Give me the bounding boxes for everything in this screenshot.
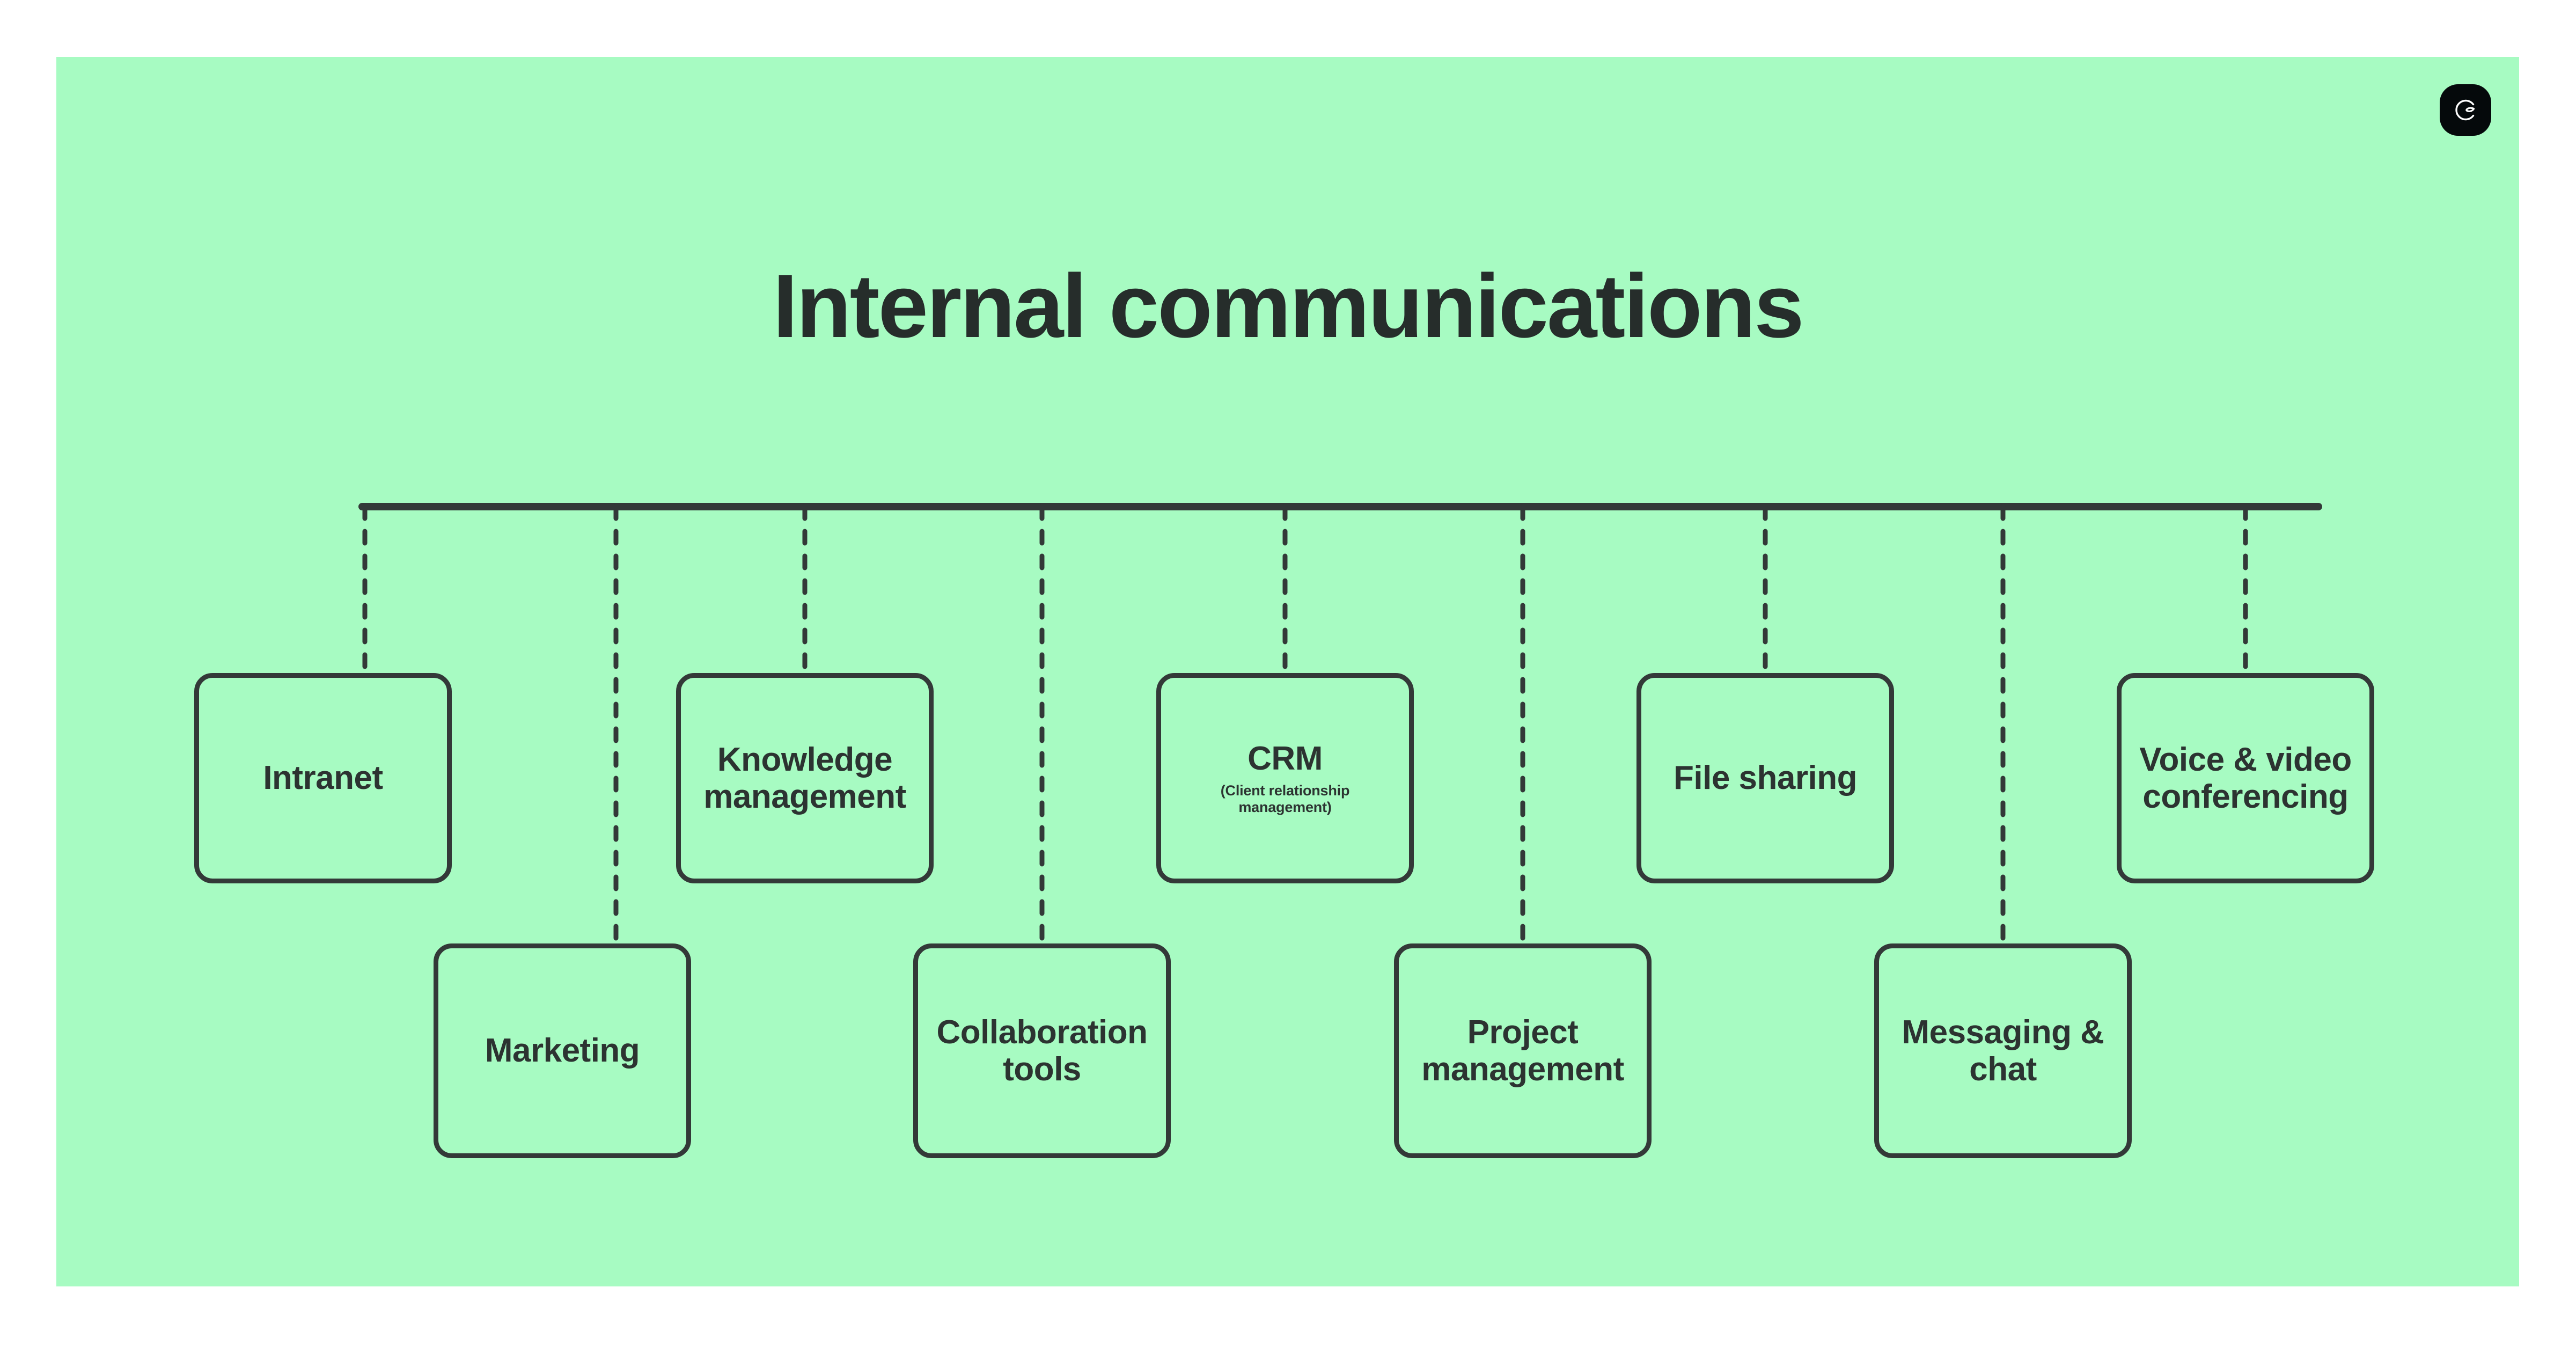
node-marketing[interactable]: Marketing: [434, 943, 691, 1158]
node-intranet[interactable]: Intranet: [194, 673, 452, 883]
page-title: Internal communications: [773, 255, 1804, 356]
node-messaging-chat[interactable]: Messaging &chat: [1874, 943, 2132, 1158]
node-label-marketing: Marketing: [485, 1032, 640, 1070]
branch-lines: [362, 504, 2248, 946]
node-sublabel-crm: (Client relationship management): [1220, 782, 1350, 815]
connector-lines: [358, 503, 2322, 946]
node-crm[interactable]: CRM (Client relationship management): [1156, 673, 1414, 883]
node-label-intranet: Intranet: [263, 759, 383, 797]
node-label-messaging-chat: Messaging &chat: [1902, 1013, 2104, 1088]
node-label-file-sharing: File sharing: [1674, 759, 1857, 797]
node-file-sharing[interactable]: File sharing: [1636, 673, 1894, 883]
g-logo-icon[interactable]: [2440, 84, 2491, 136]
node-label-crm: CRM: [1247, 740, 1323, 777]
